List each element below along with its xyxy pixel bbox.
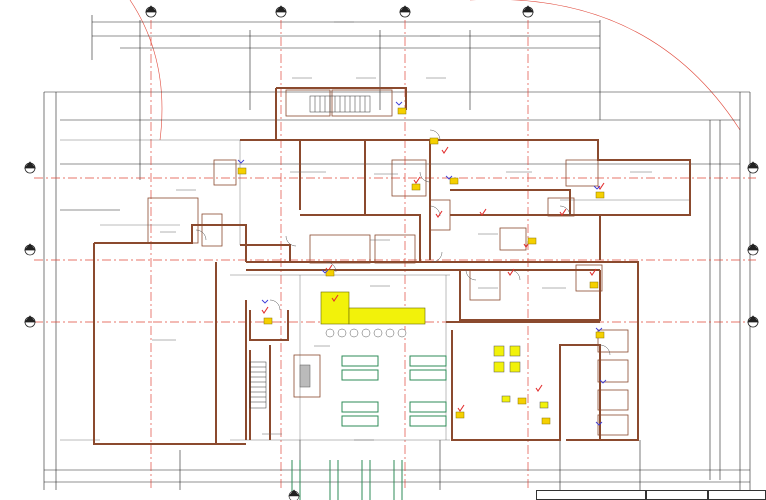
column-marker	[399, 5, 411, 18]
row-marker	[747, 243, 759, 256]
interior-linework	[60, 139, 690, 441]
north-arrow-icon	[288, 489, 300, 500]
title-block-cell	[708, 490, 766, 500]
row-marker	[747, 315, 759, 328]
annotation-marks	[237, 101, 607, 426]
walls	[93, 87, 691, 445]
row-marker	[747, 161, 759, 174]
comment-tags	[237, 107, 605, 425]
column-marker	[275, 5, 287, 18]
door-swings	[195, 129, 611, 356]
column-grid-markers	[145, 5, 534, 18]
room-label-marks	[152, 21, 652, 441]
restroom-fixtures	[299, 345, 549, 409]
title-block-cell	[536, 490, 646, 500]
wall-details	[147, 89, 629, 436]
dimension-frame	[43, 15, 751, 490]
column-marker	[522, 5, 534, 18]
title-block-cell	[646, 490, 708, 500]
radius-arcs	[129, 0, 741, 141]
row-marker	[24, 161, 36, 174]
row-marker	[24, 243, 36, 256]
grid-lines	[34, 20, 756, 490]
review-checkmarks	[261, 146, 605, 412]
dining-tables	[291, 355, 447, 500]
row-marker	[24, 315, 36, 328]
stairs	[249, 95, 371, 409]
service-counter	[320, 291, 426, 338]
column-marker	[145, 5, 157, 18]
row-grid-markers	[24, 161, 759, 328]
